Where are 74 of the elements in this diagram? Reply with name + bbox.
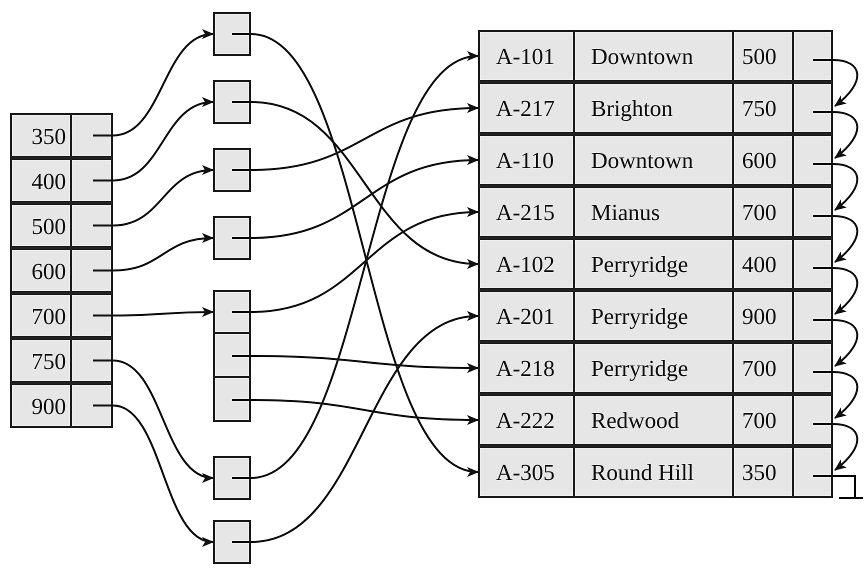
- branch-name: Round Hill: [591, 461, 694, 484]
- balance: 700: [742, 201, 776, 224]
- pointer-arrow: [832, 267, 858, 315]
- pointer-arrow: [112, 404, 214, 544]
- bucket-pointer-box: [213, 334, 251, 378]
- branch-name: Brighton: [591, 97, 673, 120]
- pointer-arrow: [832, 423, 858, 471]
- file-record-row: [478, 30, 833, 82]
- bucket-pointer-box: [213, 378, 251, 422]
- bucket-pointer-box: [213, 80, 251, 124]
- file-record-row: [478, 290, 833, 342]
- bucket-pointer-box: [213, 520, 251, 564]
- search-key: 350: [32, 124, 66, 148]
- balance: 900: [742, 305, 776, 328]
- pointer-arrow: [112, 30, 214, 136]
- search-key: 900: [32, 394, 66, 418]
- file-record-row: [478, 446, 833, 498]
- search-key: 600: [32, 260, 66, 282]
- account-number: A-110: [496, 149, 554, 172]
- index-entry-row: [10, 248, 113, 293]
- bucket-pointer-box: [213, 12, 251, 56]
- pointer-arrow: [832, 163, 858, 211]
- file-record-row: [478, 342, 833, 394]
- index-entry-row: [10, 293, 113, 338]
- balance: 350: [742, 461, 776, 484]
- account-number: A-305: [496, 461, 555, 484]
- bucket-pointer-box: [213, 148, 251, 192]
- bucket-pointer-box: [213, 216, 251, 260]
- index-entry-row: [10, 158, 113, 203]
- branch-name: Perryridge: [591, 253, 688, 276]
- branch-name: Mianus: [591, 201, 660, 224]
- pointer-arrow: [112, 360, 214, 481]
- pointer-arrow: [832, 371, 858, 419]
- index-entry-row: [10, 203, 113, 248]
- file-record-row: [478, 394, 833, 446]
- pointer-arrow: [112, 166, 214, 226]
- branch-name: Perryridge: [591, 357, 688, 380]
- file-record-row: [478, 238, 833, 290]
- balance: 700: [742, 357, 776, 380]
- account-number: A-102: [496, 253, 555, 276]
- pointer-arrow: [832, 111, 858, 159]
- account-number: A-222: [496, 409, 555, 432]
- branch-name: Downtown: [591, 45, 694, 68]
- balance: 500: [742, 45, 776, 68]
- bucket-pointer-box: [213, 290, 251, 334]
- branch-name: Perryridge: [591, 305, 688, 328]
- pointer-arrow: [112, 234, 214, 272]
- branch-name: Downtown: [591, 149, 694, 172]
- balance: 600: [742, 149, 776, 172]
- account-number: A-101: [496, 45, 555, 68]
- file-record-row: [478, 134, 833, 186]
- bucket-pointer-box: [213, 456, 251, 500]
- balance: 700: [742, 409, 776, 432]
- search-key: 400: [32, 170, 66, 192]
- pointer-arrow: [832, 59, 858, 107]
- search-key: 750: [32, 350, 66, 372]
- pointer-arrow: [832, 215, 858, 263]
- index-entry-row: [10, 383, 113, 428]
- account-number: A-201: [496, 305, 555, 328]
- balance: 400: [742, 253, 776, 276]
- account-number: A-218: [496, 357, 555, 380]
- search-key: 700: [32, 304, 66, 328]
- file-record-row: [478, 186, 833, 238]
- pointer-arrow: [113, 307, 214, 318]
- pointer-arrow: [112, 98, 214, 182]
- pointer-arrow: [832, 319, 858, 367]
- branch-name: Redwood: [591, 409, 680, 432]
- search-key: 500: [32, 214, 66, 238]
- account-number: A-215: [496, 201, 555, 224]
- balance: 750: [742, 97, 776, 120]
- index-entry-row: [10, 113, 113, 158]
- index-entry-row: [10, 338, 113, 383]
- account-number: A-217: [496, 97, 555, 120]
- file-record-row: [478, 82, 833, 134]
